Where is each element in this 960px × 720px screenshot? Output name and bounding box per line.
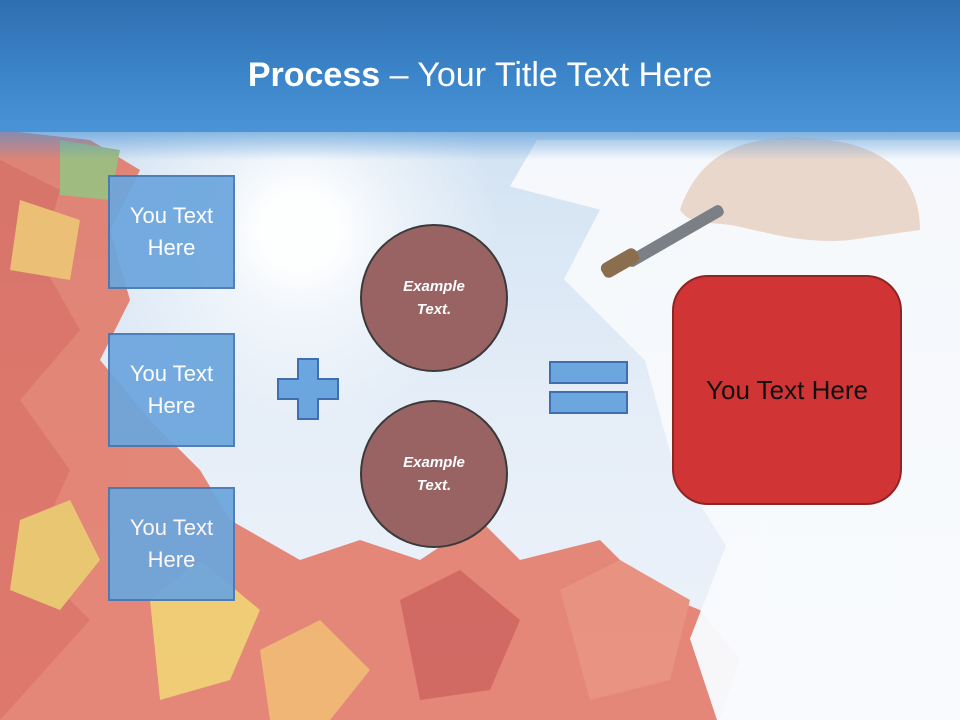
text-box-1-label: You Text Here — [129, 203, 214, 260]
example-circle-2-label: Example Text. — [403, 454, 465, 494]
text-box-1[interactable]: You Text Here — [108, 175, 235, 289]
example-circle-1[interactable]: Example Text. — [360, 224, 508, 372]
slide-title: Process – Your Title Text Here — [0, 52, 960, 98]
text-box-3[interactable]: You Text Here — [108, 487, 235, 601]
result-box[interactable]: You Text Here — [672, 275, 902, 505]
equals-icon — [549, 361, 628, 414]
header-fade — [0, 120, 960, 160]
result-box-label: You Text Here — [706, 374, 868, 405]
text-box-3-label: You Text Here — [129, 515, 214, 572]
header-bar — [0, 0, 960, 132]
text-box-2[interactable]: You Text Here — [108, 333, 235, 447]
title-bold: Process — [247, 56, 381, 94]
example-circle-1-label: Example Text. — [403, 278, 465, 318]
paintbrush-hand-icon — [600, 137, 920, 278]
plus-icon — [277, 358, 339, 420]
title-rest: – Your Title Text Here — [380, 56, 713, 94]
text-box-2-label: You Text Here — [129, 361, 214, 418]
example-circle-2[interactable]: Example Text. — [360, 400, 508, 548]
